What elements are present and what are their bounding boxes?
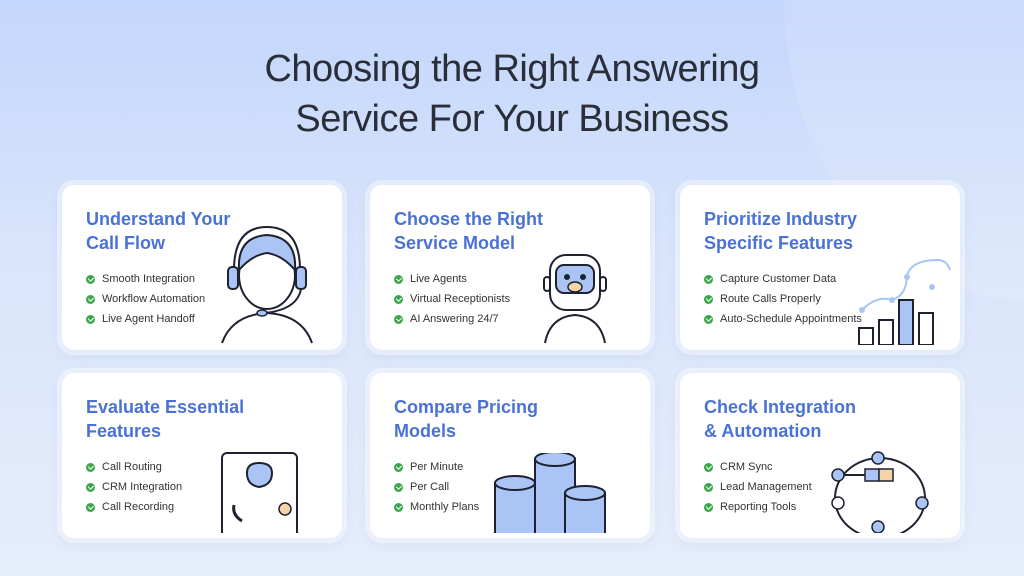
item-label: Virtual Receptionists (410, 293, 511, 305)
check-icon (394, 314, 403, 324)
check-icon (86, 502, 95, 512)
list-item: Capture Customer Data (704, 269, 862, 289)
item-label: Per Call (410, 481, 450, 493)
title-line-1: Choosing the Right Answering (264, 48, 760, 90)
check-icon (86, 482, 95, 492)
list-item: Lead Management (704, 477, 812, 497)
item-label: Reporting Tools (720, 501, 797, 513)
check-icon (394, 462, 403, 472)
check-icon (86, 294, 95, 304)
item-label: CRM Sync (720, 461, 773, 473)
item-label: Monthly Plans (410, 501, 480, 513)
list-item: Route Calls Properly (704, 289, 862, 309)
list-item: Per Call (394, 477, 479, 497)
list-item: Reporting Tools (704, 497, 812, 517)
check-icon (394, 502, 403, 512)
item-label: Live Agent Handoff (102, 313, 195, 325)
headset-agent-icon (202, 215, 332, 350)
list-item: Smooth Integration (86, 269, 205, 289)
check-icon (704, 274, 713, 284)
list-item: CRM Sync (704, 457, 812, 477)
card-title: Choose the Right Service Model (394, 209, 543, 253)
list-item: Per Minute (394, 457, 479, 477)
card-title: Understand Your Call Flow (86, 209, 231, 253)
item-label: Smooth Integration (102, 273, 195, 285)
card-title: Prioritize Industry Specific Features (704, 209, 858, 253)
list-item: Workflow Automation (86, 289, 205, 309)
card-title: Evaluate Essential Features (86, 397, 245, 441)
list-item: Call Recording (86, 497, 182, 517)
item-label: Lead Management (720, 481, 812, 493)
item-label: Auto-Schedule Appointments (720, 313, 862, 325)
title-line-2: Service For Your Business (295, 98, 729, 140)
list-item: Call Routing (86, 457, 182, 477)
list-item: Virtual Receptionists (394, 289, 510, 309)
item-label: Call Routing (102, 461, 162, 473)
check-icon (704, 462, 713, 472)
check-icon (86, 314, 95, 324)
item-label: AI Answering 24/7 (410, 313, 499, 325)
check-icon (704, 502, 713, 512)
phone-contact-icon (202, 443, 332, 538)
list-item: AI Answering 24/7 (394, 309, 510, 329)
item-label: Capture Customer Data (720, 273, 837, 285)
bar-chart-icon (852, 255, 952, 350)
integration-network-icon (820, 443, 950, 538)
item-label: Call Recording (102, 501, 175, 513)
list-item: Live Agent Handoff (86, 309, 205, 329)
list-item: Monthly Plans (394, 497, 479, 517)
check-icon (86, 274, 95, 284)
item-label: Route Calls Properly (720, 293, 821, 305)
list-item: CRM Integration (86, 477, 182, 497)
robot-icon (510, 235, 640, 350)
check-icon (394, 482, 403, 492)
check-icon (394, 294, 403, 304)
check-icon (86, 462, 95, 472)
coin-stacks-icon (490, 451, 630, 538)
item-label: CRM Integration (102, 481, 183, 493)
card-title: Check Integration & Automation (704, 397, 857, 441)
card-title: Compare Pricing Models (394, 397, 539, 441)
item-label: Workflow Automation (102, 293, 206, 305)
item-label: Live Agents (410, 273, 467, 285)
check-icon (704, 482, 713, 492)
check-icon (704, 294, 713, 304)
list-item: Live Agents (394, 269, 510, 289)
check-icon (704, 314, 713, 324)
list-item: Auto-Schedule Appointments (704, 309, 862, 329)
check-icon (394, 274, 403, 284)
item-label: Per Minute (410, 461, 464, 473)
